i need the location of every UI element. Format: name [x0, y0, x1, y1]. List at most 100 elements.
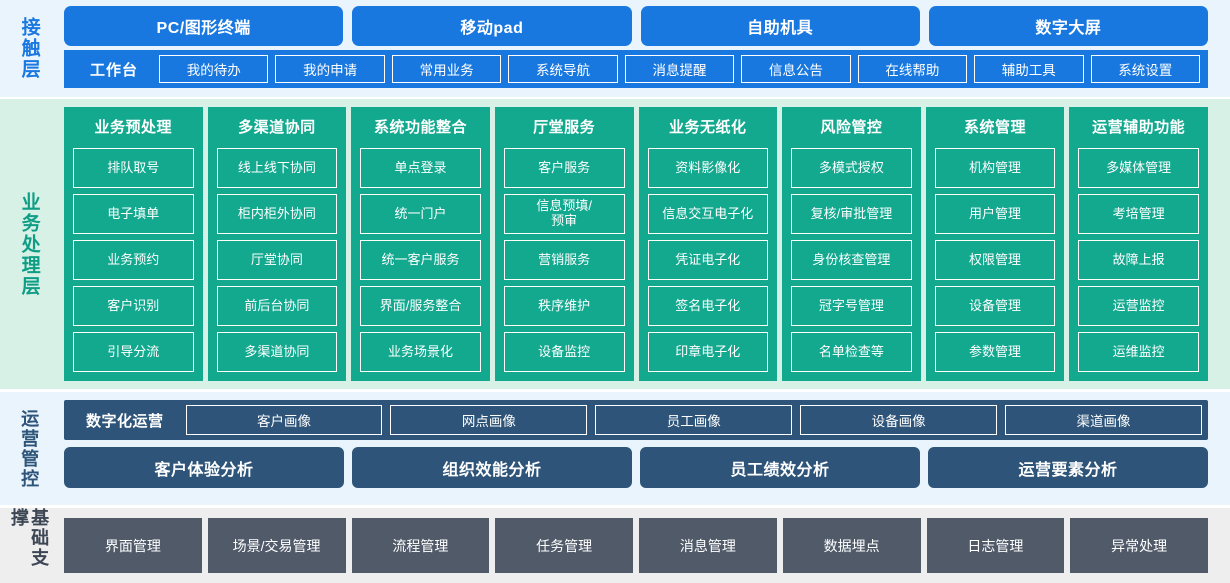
foundation-chip-process-management[interactable]: 流程管理 [351, 518, 490, 573]
workbench-item-message-reminder[interactable]: 消息提醒 [624, 55, 735, 83]
biz-item[interactable]: 故障上报 [1078, 240, 1199, 280]
biz-column-multichannel-collaboration: 多渠道协同 线上线下协同 柜内柜外协同 厅堂协同 前后台协同 多渠道协同 [207, 107, 347, 381]
biz-item[interactable]: 运维监控 [1078, 332, 1199, 372]
workbench-item-system-settings[interactable]: 系统设置 [1090, 55, 1200, 83]
portrait-item-branch[interactable]: 网点画像 [390, 405, 588, 435]
biz-column-operation-auxiliary-functions: 运营辅助功能 多媒体管理 考培管理 故障上报 运营监控 运维监控 [1069, 107, 1208, 381]
biz-item[interactable]: 统一客户服务 [360, 240, 481, 280]
biz-item[interactable]: 前后台协同 [216, 286, 338, 326]
biz-item[interactable]: 信息交互电子化 [647, 194, 769, 234]
biz-item[interactable]: 统一门户 [360, 194, 481, 234]
biz-item[interactable]: 设备管理 [934, 286, 1056, 326]
biz-item[interactable]: 权限管理 [934, 240, 1056, 280]
portrait-item-customer[interactable]: 客户画像 [185, 405, 383, 435]
biz-column-title: 系统管理 [964, 119, 1027, 136]
biz-item[interactable]: 电子填单 [73, 194, 194, 234]
layer-operations-body: 数字化运营 客户画像 网点画像 员工画像 设备画像 渠道画像 客户体验分析 组织… [58, 392, 1230, 505]
biz-column-title: 多渠道协同 [238, 119, 316, 136]
foundation-chip-log-management[interactable]: 日志管理 [926, 518, 1065, 573]
foundation-chip-data-tracking[interactable]: 数据埋点 [782, 518, 921, 573]
biz-item[interactable]: 界面/服务整合 [360, 286, 481, 326]
operations-analysis-row: 客户体验分析 组织效能分析 员工绩效分析 运营要素分析 [64, 447, 1208, 488]
analysis-chip-employee-performance[interactable]: 员工绩效分析 [640, 447, 920, 488]
biz-item[interactable]: 签名电子化 [647, 286, 769, 326]
foundation-chip-task-management[interactable]: 任务管理 [495, 518, 633, 573]
biz-item[interactable]: 客户识别 [73, 286, 194, 326]
biz-column-risk-control: 风险管控 多模式授权 复核/审批管理 身份核查管理 冠字号管理 名单检查等 [782, 107, 921, 381]
biz-item[interactable]: 多模式授权 [791, 148, 912, 188]
biz-item[interactable]: 复核/审批管理 [791, 194, 912, 234]
workbench-item-my-todo[interactable]: 我的待办 [159, 55, 269, 83]
layer-operations: 运营管控 数字化运营 客户画像 网点画像 员工画像 设备画像 渠道画像 客户体验… [0, 392, 1230, 505]
biz-item[interactable]: 机构管理 [934, 148, 1056, 188]
terminal-chip-self-service[interactable]: 自助机具 [640, 6, 920, 46]
biz-column-title: 厅堂服务 [533, 119, 596, 136]
biz-column-title: 业务无纸化 [669, 119, 747, 136]
terminal-row: PC/图形终端 移动pad 自助机具 数字大屏 [64, 6, 1208, 46]
biz-item[interactable]: 厅堂协同 [216, 240, 338, 280]
layer-foundation-body: 界面管理 场景/交易管理 流程管理 任务管理 消息管理 数据埋点 日志管理 异常… [58, 508, 1230, 583]
foundation-chip-message-management[interactable]: 消息管理 [639, 518, 777, 573]
workbench-item-online-help[interactable]: 在线帮助 [857, 55, 968, 83]
biz-item[interactable]: 柜内柜外协同 [216, 194, 338, 234]
workbench-item-system-navigation[interactable]: 系统导航 [508, 55, 618, 83]
biz-item[interactable]: 设备监控 [503, 332, 625, 372]
biz-column-business-preprocessing: 业务预处理 排队取号 电子填单 业务预约 客户识别 引导分流 [64, 107, 203, 381]
biz-column-paperless-business: 业务无纸化 资料影像化 信息交互电子化 凭证电子化 签名电子化 印章电子化 [638, 107, 778, 381]
portrait-item-employee[interactable]: 员工画像 [595, 405, 793, 435]
layer-operations-label: 运营管控 [19, 408, 40, 489]
layer-contact: 接触层 PC/图形终端 移动pad 自助机具 数字大屏 工作台 我的待办 我的申… [0, 0, 1230, 97]
biz-item[interactable]: 业务预约 [73, 240, 194, 280]
layer-business: 业务处理层 业务预处理 排队取号 电子填单 业务预约 客户识别 引导分流 多渠道… [0, 99, 1230, 389]
biz-item[interactable]: 客户服务 [503, 148, 625, 188]
biz-item[interactable]: 线上线下协同 [216, 148, 338, 188]
biz-item[interactable]: 运营监控 [1078, 286, 1199, 326]
biz-item[interactable]: 秩序维护 [503, 286, 625, 326]
terminal-chip-pc[interactable]: PC/图形终端 [64, 6, 344, 46]
terminal-chip-mobile-pad[interactable]: 移动pad [352, 6, 632, 46]
biz-item[interactable]: 信息预填/ 预审 [503, 194, 625, 234]
biz-item[interactable]: 多渠道协同 [216, 332, 338, 372]
foundation-chip-exception-handling[interactable]: 异常处理 [1070, 518, 1208, 573]
workbench-item-information-bulletin[interactable]: 信息公告 [741, 55, 851, 83]
biz-item[interactable]: 考培管理 [1078, 194, 1199, 234]
layer-foundation: 基础支撑 界面管理 场景/交易管理 流程管理 任务管理 消息管理 数据埋点 日志… [0, 508, 1230, 583]
biz-item[interactable]: 冠字号管理 [791, 286, 912, 326]
biz-column-title: 系统功能整合 [374, 119, 468, 136]
biz-item[interactable]: 凭证电子化 [647, 240, 769, 280]
biz-item[interactable]: 参数管理 [934, 332, 1056, 372]
analysis-chip-organizational-efficiency[interactable]: 组织效能分析 [352, 447, 632, 488]
biz-item[interactable]: 印章电子化 [647, 332, 769, 372]
biz-item[interactable]: 多媒体管理 [1078, 148, 1199, 188]
biz-column-title: 运营辅助功能 [1092, 119, 1186, 136]
biz-item[interactable]: 资料影像化 [647, 148, 769, 188]
biz-item[interactable]: 营销服务 [503, 240, 625, 280]
digital-operations-title: 数字化运营 [86, 412, 164, 430]
digital-operations-bar: 数字化运营 客户画像 网点画像 员工画像 设备画像 渠道画像 [64, 400, 1208, 440]
portrait-item-channel[interactable]: 渠道画像 [1005, 405, 1202, 435]
biz-item[interactable]: 引导分流 [73, 332, 194, 372]
biz-item[interactable]: 名单检查等 [791, 332, 912, 372]
biz-item[interactable]: 排队取号 [73, 148, 194, 188]
biz-item[interactable]: 用户管理 [934, 194, 1056, 234]
workbench-item-common-business[interactable]: 常用业务 [391, 55, 502, 83]
analysis-chip-customer-experience[interactable]: 客户体验分析 [64, 447, 344, 488]
layer-contact-label: 接触层 [18, 17, 40, 80]
foundation-chip-scenario-transaction-management[interactable]: 场景/交易管理 [207, 518, 346, 573]
biz-column-lobby-service: 厅堂服务 客户服务 信息预填/ 预审 营销服务 秩序维护 设备监控 [494, 107, 634, 381]
workbench-item-auxiliary-tools[interactable]: 辅助工具 [974, 55, 1084, 83]
biz-column-title: 业务预处理 [94, 119, 173, 136]
workbench-item-my-application[interactable]: 我的申请 [275, 55, 385, 83]
biz-item[interactable]: 业务场景化 [360, 332, 481, 372]
portrait-item-device[interactable]: 设备画像 [800, 405, 998, 435]
layer-foundation-label: 基础支撑 [9, 508, 50, 568]
analysis-chip-operation-elements[interactable]: 运营要素分析 [928, 447, 1208, 488]
biz-column-system-management: 系统管理 机构管理 用户管理 权限管理 设备管理 参数管理 [925, 107, 1065, 381]
workbench-title: 工作台 [90, 61, 139, 79]
biz-item[interactable]: 身份核查管理 [791, 240, 912, 280]
terminal-chip-digital-screen[interactable]: 数字大屏 [928, 6, 1208, 46]
biz-item[interactable]: 单点登录 [360, 148, 481, 188]
layer-contact-body: PC/图形终端 移动pad 自助机具 数字大屏 工作台 我的待办 我的申请 常用… [58, 0, 1230, 97]
foundation-chip-interface-management[interactable]: 界面管理 [64, 518, 202, 573]
